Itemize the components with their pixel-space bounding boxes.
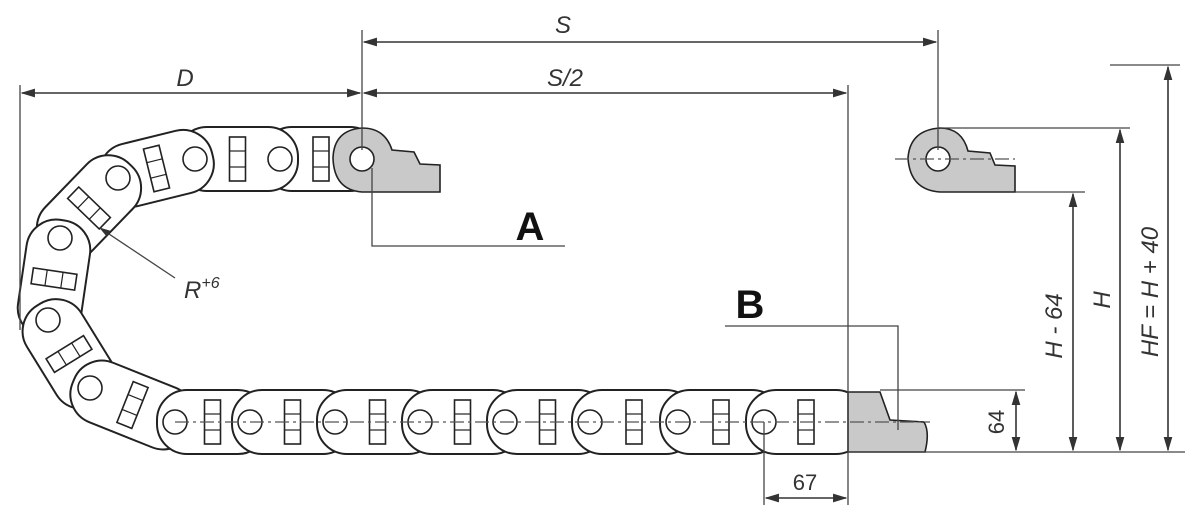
chain-pin (35, 307, 61, 333)
label-s: S (555, 12, 571, 39)
leader-line-b (725, 325, 899, 430)
leader-line-a (371, 168, 565, 247)
label-b: B (736, 283, 765, 327)
label-a: A (516, 205, 545, 249)
label-s-half: S/2 (547, 65, 583, 92)
mounting-bracket-a (332, 127, 441, 193)
chain-pin (77, 375, 103, 401)
label-dim-67: 67 (793, 470, 817, 495)
energy-chain (16, 126, 867, 455)
label-hf: HF = H + 40 (1137, 226, 1164, 357)
leader-line-r (99, 227, 176, 279)
label-h: H (1089, 291, 1116, 309)
chain-pin (182, 146, 208, 172)
label-d: D (176, 65, 193, 92)
mounting-bracket-b-upper (907, 127, 1016, 193)
label-h-minus-64: H - 64 (1041, 293, 1068, 358)
label-dim-64: 64 (984, 410, 1009, 434)
label-radius: R+6 (184, 275, 220, 304)
chain-pin (47, 225, 73, 251)
chain-pin (267, 146, 293, 172)
chain-pin (105, 165, 131, 191)
